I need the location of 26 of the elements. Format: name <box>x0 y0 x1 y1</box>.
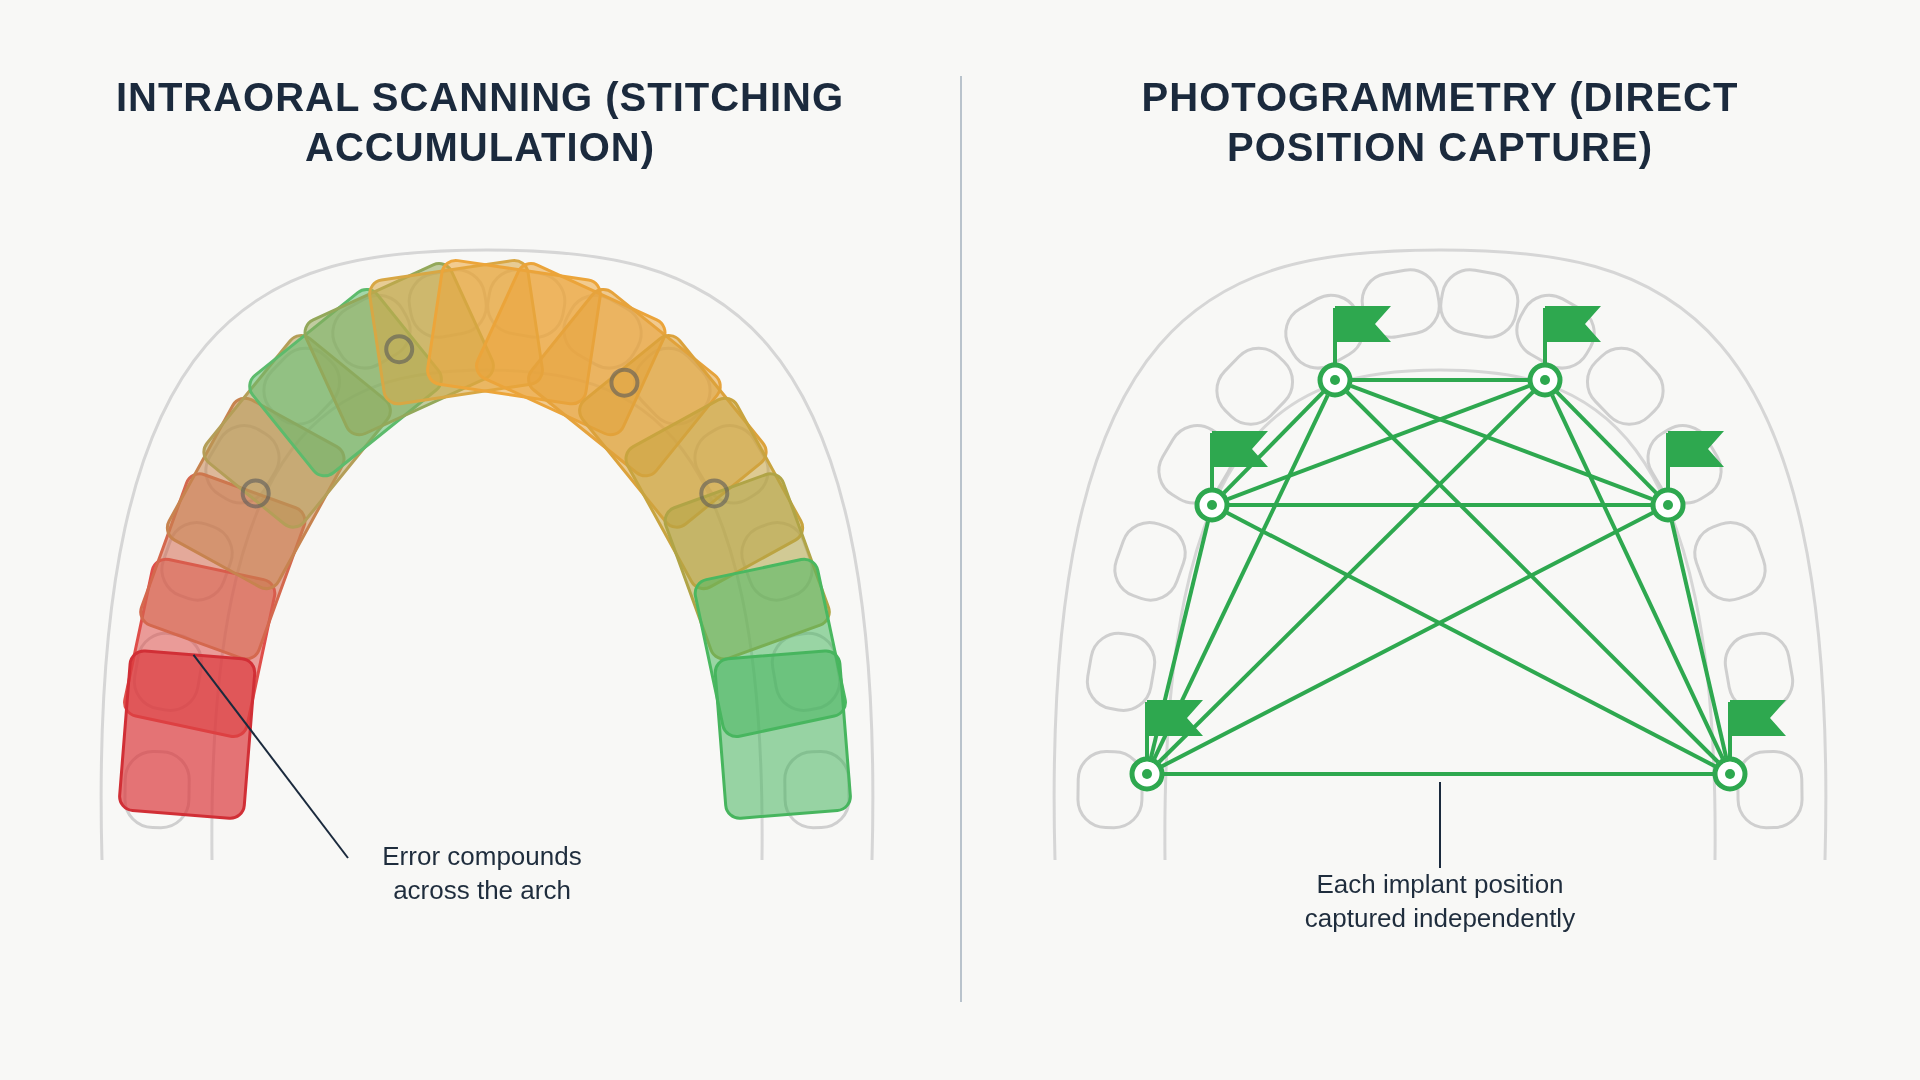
implant-marker-flag <box>1527 306 1601 398</box>
connection-line <box>1157 390 1535 764</box>
connection-line <box>1164 772 1713 776</box>
section-heading: PHOTOGRAMMETRY (DIRECT POSITION CAPTURE) <box>1140 74 1740 171</box>
connection-line <box>1222 390 1325 495</box>
implant-marker-flag <box>1129 700 1203 792</box>
leader-line <box>1439 781 1441 869</box>
connection-line <box>1352 378 1528 382</box>
connection-line <box>1152 394 1330 760</box>
connection-line <box>1669 521 1729 758</box>
connection-line <box>1345 390 1720 764</box>
implant-marker-flag <box>1194 431 1268 523</box>
implant-marker-flag <box>1317 306 1391 398</box>
connection-line <box>1227 384 1530 501</box>
connection-line <box>1555 390 1658 495</box>
connection-line <box>1229 503 1651 507</box>
leader-line <box>192 653 349 859</box>
implant-marker-flag <box>1712 700 1786 792</box>
callout-text: Each implant position captured independently <box>1303 868 1577 935</box>
section-heading: INTRAORAL SCANNING (STITCHING ACCUMULATION) <box>114 74 846 171</box>
connection-line <box>1226 511 1716 768</box>
connection-line <box>1350 384 1653 501</box>
callout-text: Error compounds across the arch <box>381 840 583 907</box>
connection-line <box>1161 511 1654 768</box>
connection-line <box>1550 394 1725 760</box>
implant-marker-flag <box>1650 431 1724 523</box>
